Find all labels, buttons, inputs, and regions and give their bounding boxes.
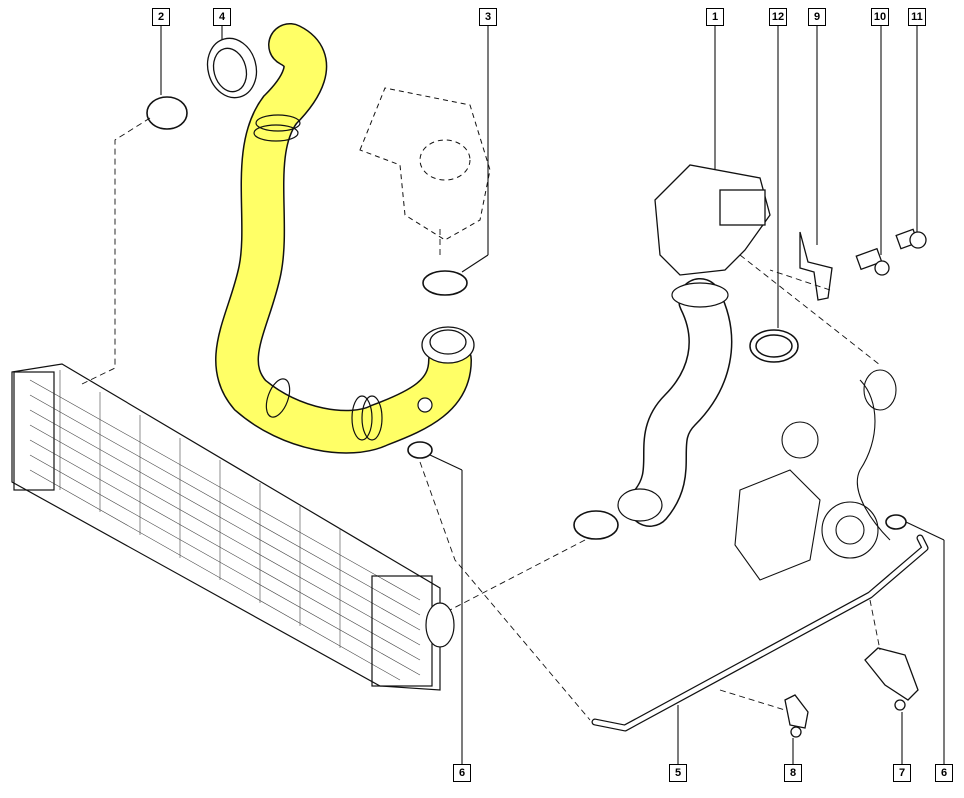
callout-label: 11 [911, 11, 923, 23]
pipe [591, 534, 929, 732]
clamp-2 [146, 96, 188, 130]
callout-label: 5 [674, 767, 682, 779]
callout-label: 3 [484, 11, 492, 23]
intake-bracket-outline [359, 87, 491, 241]
clamp-6b [573, 510, 619, 540]
callout-label: 8 [789, 767, 797, 779]
clamps [146, 96, 907, 540]
outlet-hose [617, 278, 733, 527]
clamp-6c [885, 514, 907, 530]
intercooler [11, 363, 455, 691]
reference-lines [79, 117, 881, 721]
leader-lines [160, 26, 945, 764]
callout-6-right: 6 [935, 764, 953, 782]
callout-6-left: 6 [453, 764, 471, 782]
turbocharger [734, 369, 897, 581]
callout-5: 5 [669, 764, 687, 782]
callout-label: 2 [157, 11, 165, 23]
callout-label: 10 [873, 11, 887, 23]
callout-10: 10 [871, 8, 889, 26]
callout-7: 7 [893, 764, 911, 782]
callout-8: 8 [784, 764, 802, 782]
callout-3: 3 [479, 8, 497, 26]
callout-12: 12 [769, 8, 787, 26]
seal-ring [749, 329, 799, 363]
callout-1: 1 [706, 8, 724, 26]
bracket-and-bolts [799, 228, 927, 301]
callout-label: 9 [813, 11, 821, 23]
clips [784, 647, 919, 738]
callout-11: 11 [908, 8, 926, 26]
callout-2: 2 [152, 8, 170, 26]
clamp-6a [407, 441, 433, 459]
clamp-3 [422, 270, 468, 296]
callout-label: 6 [458, 767, 466, 779]
callout-label: 7 [898, 767, 906, 779]
throttle-body [654, 164, 771, 276]
callout-9: 9 [808, 8, 826, 26]
highlighted-intake-hose [206, 23, 475, 454]
callout-label: 4 [218, 11, 226, 23]
callout-4: 4 [213, 8, 231, 26]
callout-label: 1 [711, 11, 719, 23]
callout-label: 12 [771, 11, 785, 23]
callout-label: 6 [940, 767, 948, 779]
